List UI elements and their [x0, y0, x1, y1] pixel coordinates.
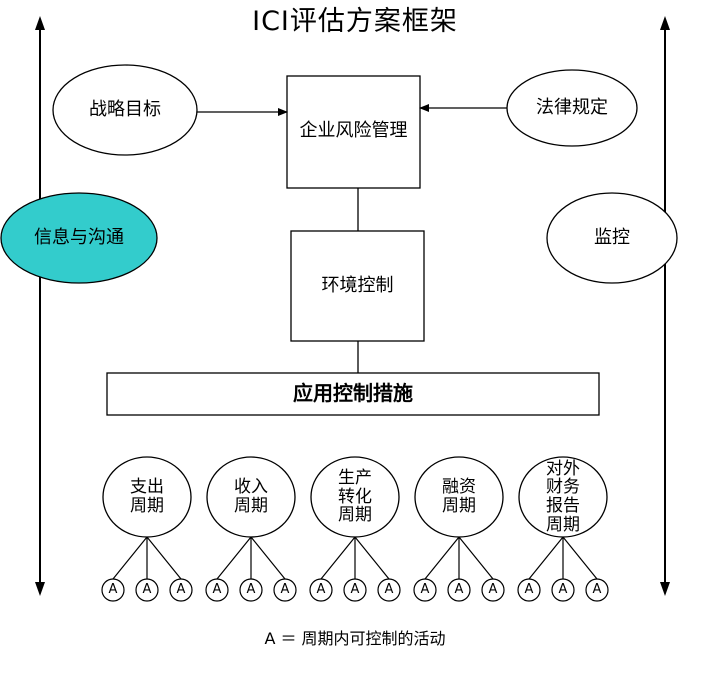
activity-circle: [273, 578, 297, 602]
cycle-activity-connector: [562, 536, 598, 580]
cycle-activity-connector: [424, 536, 460, 580]
activity-label: A: [454, 582, 464, 598]
activity-label: A: [350, 582, 360, 598]
legal-label: 法律规定: [536, 97, 608, 119]
activity-label: A: [108, 582, 118, 598]
activity-label: A: [488, 582, 498, 598]
cycle-activity-connector: [216, 536, 252, 580]
erm-box: [286, 75, 421, 189]
activity-circle: [481, 578, 505, 602]
activity-label: A: [592, 582, 602, 598]
activity-circle: [551, 578, 575, 602]
activity-circle: [413, 578, 437, 602]
activity-label: A: [420, 582, 430, 598]
monitoring-label: 监控: [594, 227, 630, 249]
cycle-activity-connector: [146, 536, 182, 580]
activity-label: A: [524, 582, 534, 598]
strategic-goals-ellipse: [52, 64, 198, 156]
info-comm-ellipse: [0, 192, 158, 284]
activity-circle: [447, 578, 471, 602]
activity-circle: [135, 578, 159, 602]
cycle-activity-connector: [320, 536, 356, 580]
app-controls-label: 应用控制措施: [293, 381, 413, 406]
diagram-title: ICI评估方案框架: [252, 6, 458, 38]
activity-label: A: [384, 582, 394, 598]
env-control-label: 环境控制: [321, 275, 394, 297]
cycle-label: 支出 周期: [130, 477, 164, 516]
cycle-label: 生产 转化 周期: [338, 467, 372, 526]
env-control-box: [290, 230, 425, 342]
left-arrow-head-up: [35, 16, 45, 30]
cycle-activity-connector: [354, 536, 390, 580]
cycle-activity-connector: [528, 536, 564, 580]
left-arrow-head-down: [35, 582, 45, 596]
legend-note: A ＝ 周期内可控制的活动: [264, 628, 446, 648]
cycle-activity-connector: [458, 536, 494, 580]
activity-label: A: [558, 582, 568, 598]
activity-circle: [101, 578, 125, 602]
monitoring-ellipse: [546, 192, 678, 284]
cycle-label: 收入 周期: [234, 477, 268, 516]
cycle-label: 对外 财务 报告 周期: [546, 458, 580, 535]
activity-circle: [377, 578, 401, 602]
erm-label: 企业风险管理: [299, 120, 408, 142]
cycle-label: 融资 周期: [442, 477, 476, 516]
app-controls-box: [106, 372, 600, 416]
activity-label: A: [316, 582, 326, 598]
cycle-activity-connector: [112, 536, 148, 580]
info-comm-label: 信息与沟通: [34, 227, 124, 249]
activity-circle: [343, 578, 367, 602]
cycle-activity-connector: [250, 536, 286, 580]
activity-circle: [239, 578, 263, 602]
activity-circle: [585, 578, 609, 602]
activity-label: A: [280, 582, 290, 598]
activity-circle: [309, 578, 333, 602]
activity-label: A: [212, 582, 222, 598]
right-arrow-head-down: [660, 582, 670, 596]
cycles-layer: [101, 456, 609, 602]
activity-label: A: [246, 582, 256, 598]
activity-circle: [169, 578, 193, 602]
activity-label: A: [142, 582, 152, 598]
activity-circle: [205, 578, 229, 602]
right-arrow-head-up: [660, 16, 670, 30]
strategic-goals-label: 战略目标: [89, 99, 161, 121]
activity-circle: [517, 578, 541, 602]
activity-label: A: [176, 582, 186, 598]
